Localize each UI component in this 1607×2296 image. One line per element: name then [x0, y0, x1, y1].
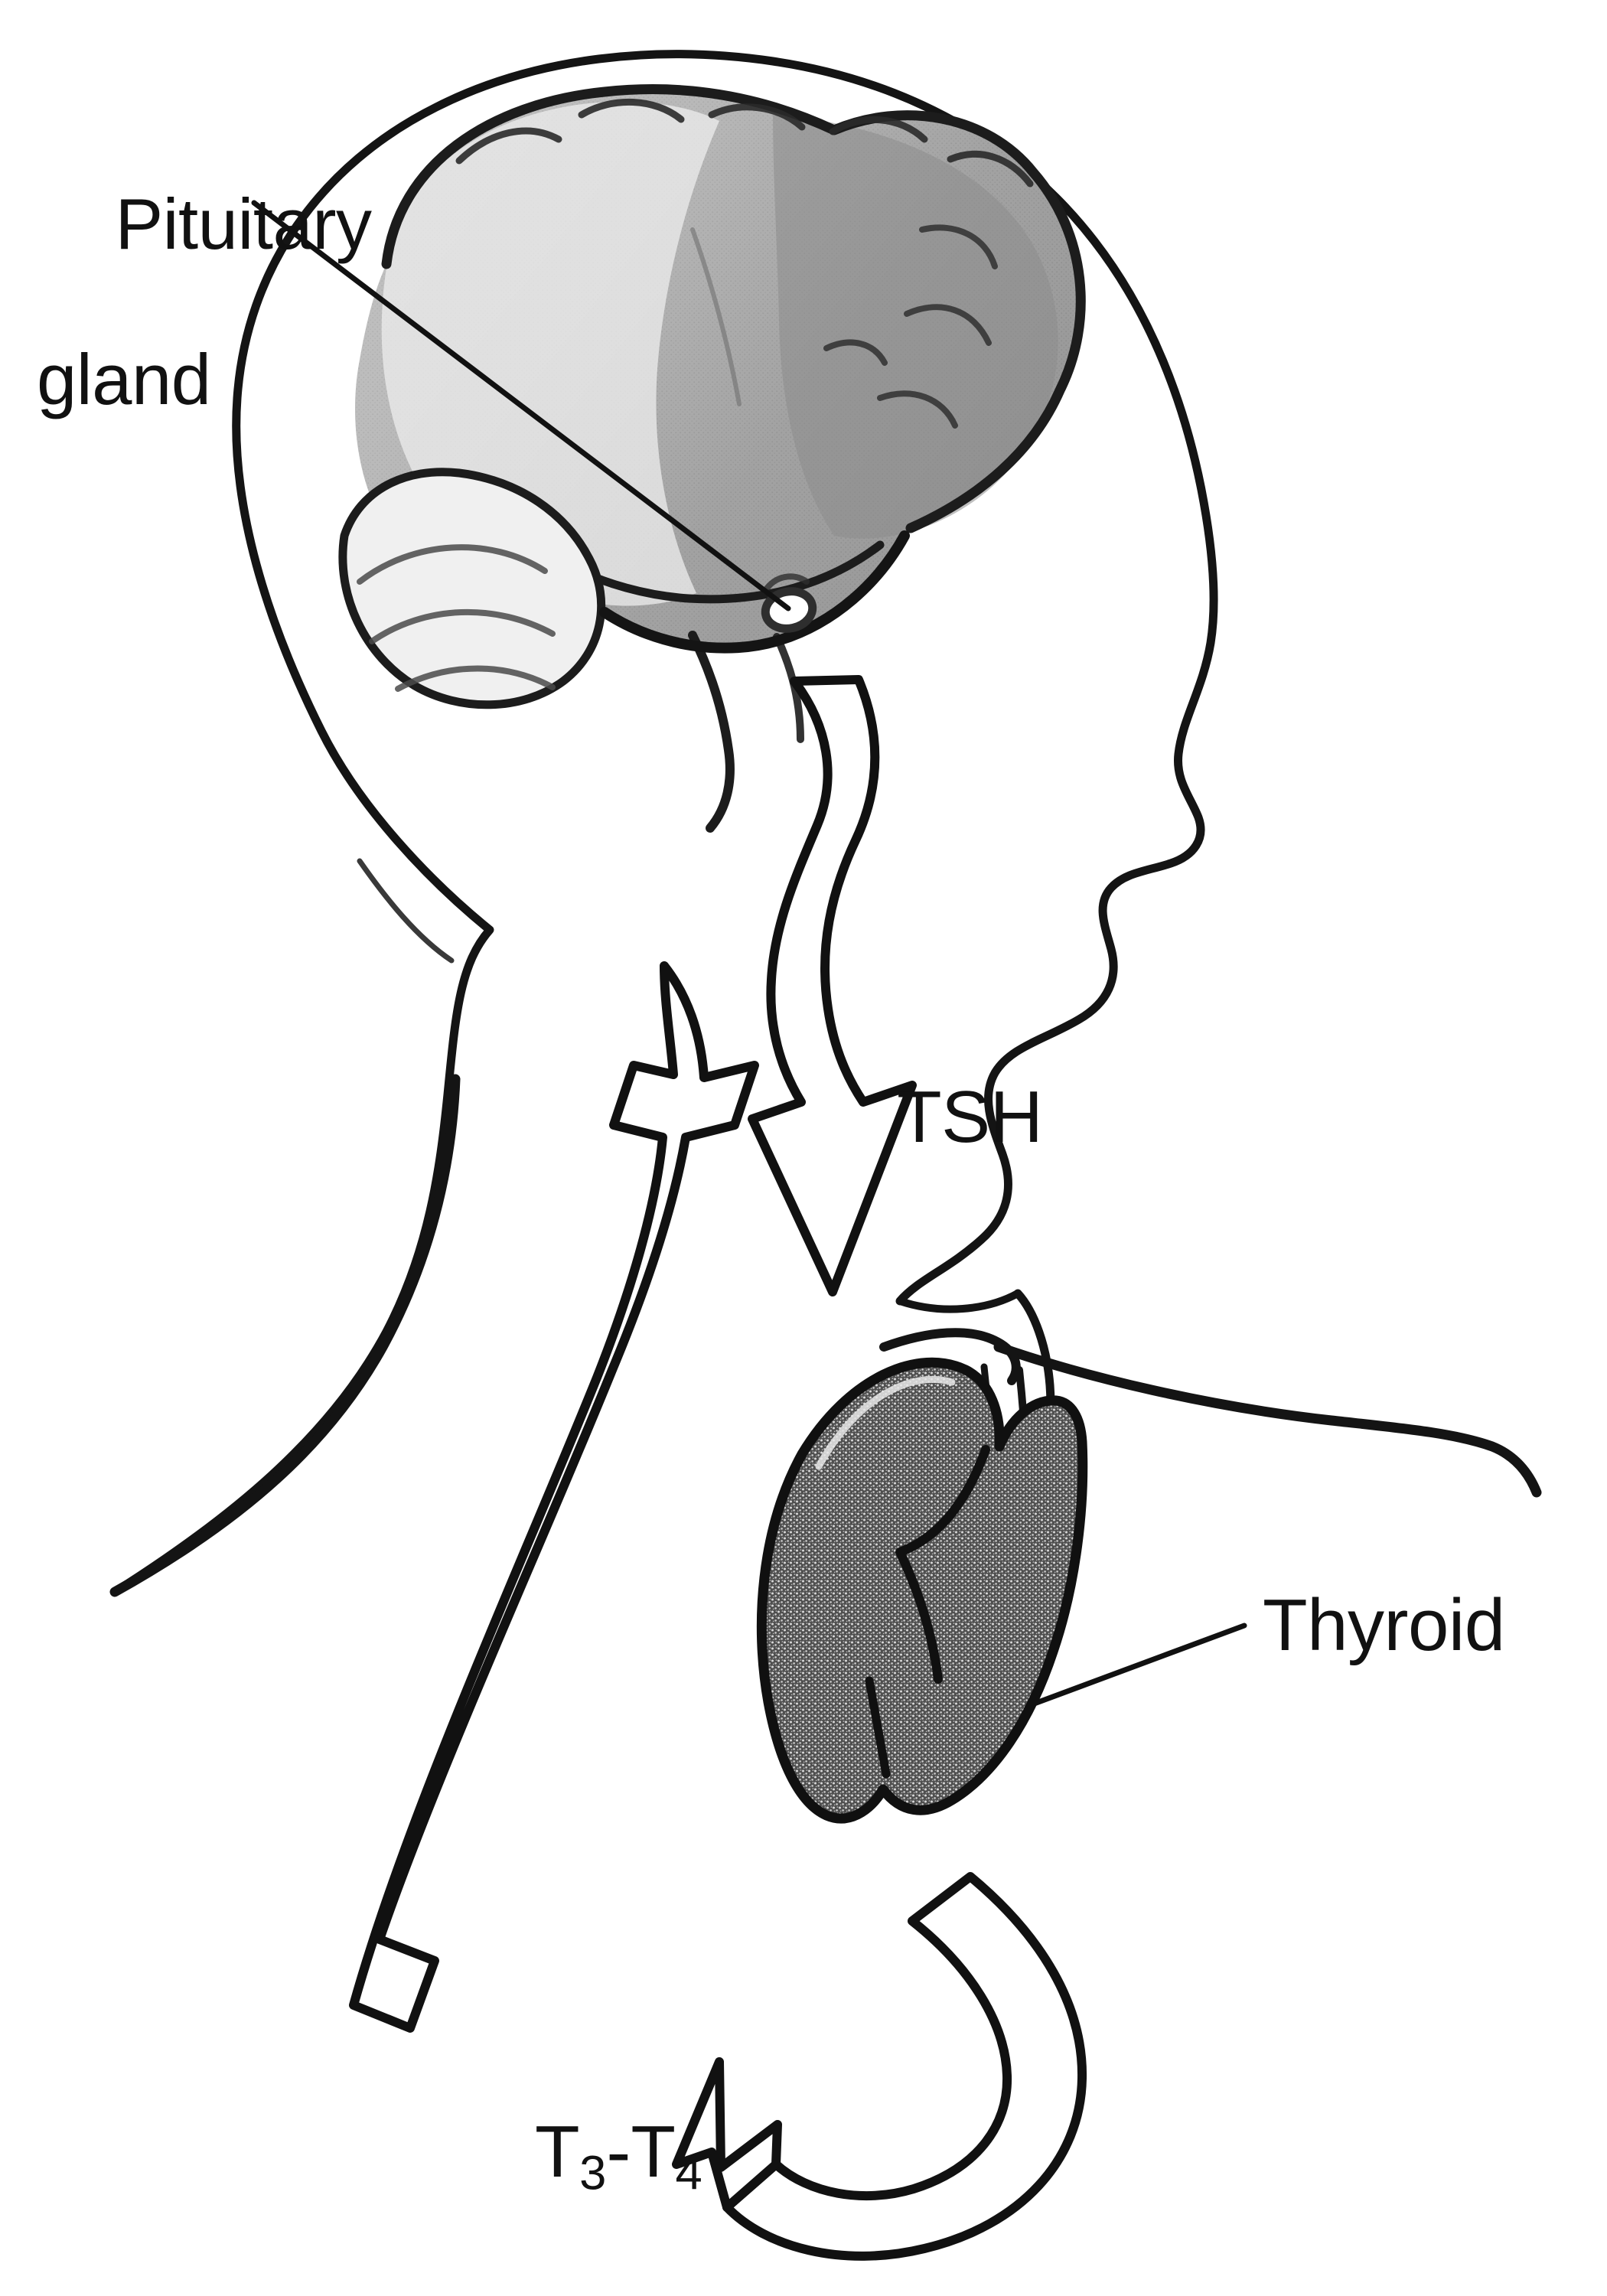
t3-t4-label-dash: -	[606, 2110, 631, 2193]
pituitary-gland-label-line1: Pituitary	[115, 183, 372, 264]
t3-t4-hook-shape	[722, 1872, 1087, 2261]
t3-t4-arrow	[349, 961, 759, 2033]
tsh-arrow-shape	[748, 675, 917, 1296]
thyroid-leader-line	[1015, 1623, 1247, 1713]
gyri-crown	[455, 98, 1034, 188]
thyroid-shape	[756, 1357, 1088, 1824]
cerebellum	[338, 468, 606, 709]
brain-inferior-rim	[599, 530, 910, 654]
tsh-label: TSH	[897, 1076, 1043, 1158]
occipital-shading	[773, 115, 1058, 539]
t3-t4-label-sub4: 4	[675, 2146, 702, 2200]
neck-base-wedge	[879, 1328, 1021, 1385]
brainstem-left-edge	[688, 631, 735, 833]
t3-t4-label-t1: T	[534, 2110, 580, 2193]
t3-t4-label-sub3: 3	[579, 2146, 607, 2200]
t3-t4-label-t2: T	[631, 2110, 676, 2193]
thyroid-lower-cleft	[865, 1676, 891, 1779]
pituitary-gland-label: Pituitary gland	[37, 107, 372, 573]
t3-t4-hook-arrowhead	[672, 2057, 782, 2212]
thyroid-isthmus-notch	[895, 1445, 990, 1684]
cerebrum-top-contour	[381, 84, 1086, 533]
t3-t4-label: T3-T4	[456, 2033, 702, 2278]
pituitary-stalk	[762, 573, 810, 594]
t3-t4-arrow-shape	[349, 961, 759, 2033]
tsh-arrow	[748, 675, 917, 1296]
thyroid-label: Thyroid	[1263, 1584, 1505, 1666]
central-sulcus	[690, 227, 742, 406]
pituitary-leader-line	[251, 200, 791, 612]
chin-underline	[896, 1290, 1022, 1313]
pituitary-gland-label-line2: gland	[37, 338, 211, 419]
cerebellum-folia	[357, 544, 556, 692]
t3-t4-hook-arrow	[672, 1872, 1087, 2261]
nape-line	[109, 1074, 461, 1597]
thyroid-gland	[756, 1357, 1088, 1824]
clavicle-line	[993, 1342, 1542, 1498]
sulci-lines	[823, 224, 998, 429]
occiput-fold	[357, 858, 455, 964]
thyroid-highlight	[815, 1376, 956, 1470]
